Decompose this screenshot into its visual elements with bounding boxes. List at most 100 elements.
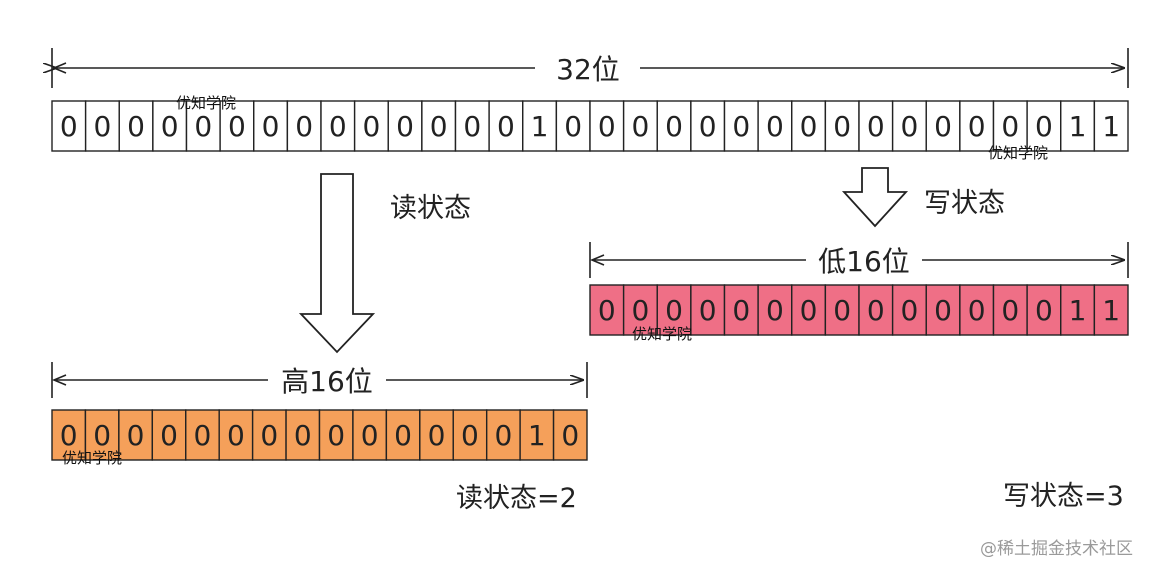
bit-cell [454,100,490,152]
bit-value: 1 [531,110,549,143]
bit-value: 0 [968,110,986,143]
bit-value: 0 [833,110,851,143]
bit-value: 0 [60,419,78,452]
read-arrow: 读状态 [298,173,471,354]
bit-value: 0 [867,294,885,327]
bit-cell [552,409,588,461]
bit-cell [185,409,220,461]
bit-value: 0 [766,110,784,143]
bit-cell [51,409,87,461]
bit-value: 0 [160,419,178,452]
bit-value: 1 [1069,110,1087,143]
bit-value: 0 [194,419,212,452]
bit-cell [723,100,759,152]
bit-cell [791,284,827,336]
bit-cell [118,100,154,152]
bit-cell [589,100,625,152]
bit-value: 0 [294,419,312,452]
bit-value: 0 [428,419,446,452]
bit-cell [253,100,289,152]
bit-cell [522,100,558,152]
bit-value: 0 [127,110,145,143]
bit-value: 0 [1035,110,1053,143]
bit-value: 0 [461,419,479,452]
bit-value: 0 [699,110,717,143]
bit-cell [218,409,254,461]
bit-value: 0 [327,419,345,452]
bit-cell [858,100,894,152]
bit-cell [1026,100,1062,152]
bit-cell [488,100,524,152]
label-32bit: 32位 [556,53,620,86]
bit-cell [1093,100,1129,152]
bit-cell [959,284,995,336]
bit-value: 0 [262,110,280,143]
bit-value: 0 [94,110,112,143]
watermark-4: 优知学院 [62,449,122,467]
bit-cell [318,409,354,461]
bit-value: 0 [363,110,381,143]
bit-cell [824,100,860,152]
bit-cell [387,100,423,152]
bit-value: 1 [1102,110,1120,143]
bit-value: 0 [901,294,919,327]
bit-cell [891,284,927,336]
dimension-high16: 高16位 [51,362,588,398]
label-low16: 低16位 [818,245,910,278]
bit-value: 1 [528,419,546,452]
bit-cell [385,409,421,461]
write-arrow: 写状态 [841,167,1005,228]
bit-value: 0 [430,110,448,143]
bit-cell [353,100,389,152]
bit-value: 0 [632,110,650,143]
bit-cell [723,284,759,336]
bit-cell [757,100,793,152]
bit-value: 0 [1001,110,1019,143]
bit-value: 0 [228,110,246,143]
bit-cell [219,100,255,152]
bit-value: 0 [632,294,650,327]
bit-value: 0 [194,110,212,143]
bit-cell [152,100,188,152]
bit-cell [925,100,961,152]
bit-value: 0 [833,294,851,327]
dimension-32bit: 32位 [52,48,1129,88]
bit-cell [51,100,87,152]
bit-cell [959,100,995,152]
bit-value: 0 [93,419,111,452]
bit-value: 0 [766,294,784,327]
bit-value: 0 [1035,294,1053,327]
bit-value: 0 [934,110,952,143]
bit-cell [151,409,187,461]
bit-value: 0 [394,419,412,452]
write-result: 写状态=3 [1003,481,1124,512]
bit-cell [824,284,860,336]
bit-value: 0 [934,294,952,327]
bit-cell [622,284,658,336]
read-arrow-label: 读状态 [390,193,471,224]
bit-value: 0 [732,294,750,327]
bit-cell [421,100,457,152]
bit-cell [791,100,827,152]
bit-value: 1 [1102,294,1120,327]
bit-value: 0 [665,110,683,143]
bit-cell [185,100,221,152]
bit-cell [1093,284,1129,336]
bit-cell [285,409,321,461]
bit-value: 0 [598,294,616,327]
bit-value: 0 [800,294,818,327]
bit-value: 0 [699,294,717,327]
watermark-1: 优知学院 [176,94,236,112]
bit-value: 0 [60,110,78,143]
bit-value: 0 [1001,294,1019,327]
watermark-3: 优知学院 [632,325,692,343]
label-high16: 高16位 [281,365,373,398]
read-result: 读状态=2 [456,483,577,514]
bit-value: 0 [800,110,818,143]
bit-value: 0 [968,294,986,327]
write-arrow-label: 写状态 [924,188,1005,219]
bit-value: 0 [561,419,579,452]
